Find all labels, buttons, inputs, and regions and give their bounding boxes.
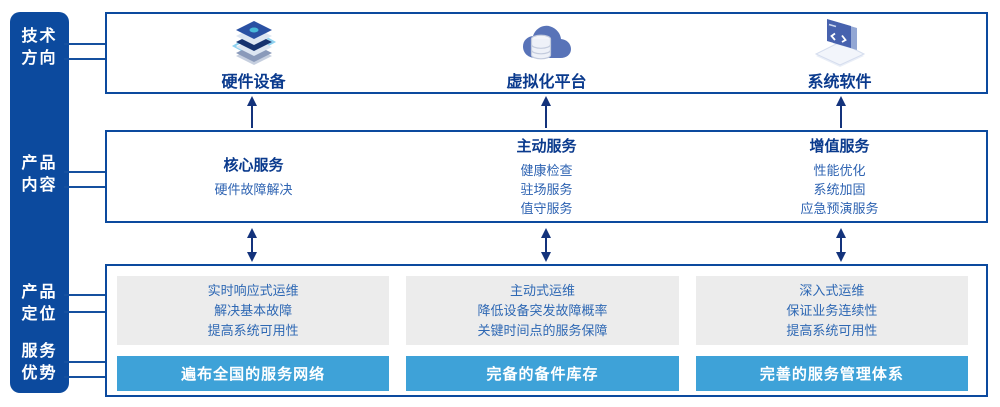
advantage-bar: 完备的备件库存 <box>406 356 679 391</box>
tech-item-label: 虚拟化平台 <box>506 73 587 91</box>
positioning-line: 主动式运维 <box>509 282 575 298</box>
double-arrow-icon <box>694 228 988 262</box>
service-item: 系统加固 <box>813 182 866 197</box>
positioning-column-deep: 深入式运维 保证业务连续性 提高系统可用性 完善的服务管理体系 <box>695 276 968 395</box>
positioning-line: 关键时间点的服务保障 <box>477 322 608 338</box>
tech-item-label: 硬件设备 <box>221 73 286 91</box>
tech-direction-box: 硬件设备 虚拟化平台 <box>105 12 988 94</box>
service-item: 健康检查 <box>520 163 573 178</box>
up-arrow-icon <box>399 96 693 128</box>
service-heading: 核心服务 <box>223 157 284 174</box>
double-arrow-icon <box>399 228 693 262</box>
service-column-value-added: 增值服务 性能优化 系统加固 应急预演服务 <box>693 132 986 221</box>
sidebar-label-line: 技术 <box>21 28 58 45</box>
up-arrow-icon <box>105 96 399 128</box>
sidebar: 技术 方向 产品 内容 产品 定位 服务 优势 <box>10 12 69 393</box>
positioning-description: 深入式运维 保证业务连续性 提高系统可用性 <box>695 276 968 345</box>
service-column-active: 主动服务 健康检查 驻场服务 值守服务 <box>400 132 693 221</box>
positioning-line: 深入式运维 <box>799 282 865 298</box>
sidebar-label-line: 定位 <box>21 306 58 323</box>
sidebar-label-line: 优势 <box>21 365 58 382</box>
sidebar-label-tech-direction: 技术 方向 <box>10 26 69 70</box>
service-heading: 主动服务 <box>516 138 577 155</box>
connector-line <box>64 361 108 363</box>
positioning-line: 提高系统可用性 <box>786 322 878 338</box>
tech-item-virtualization: 虚拟化平台 <box>400 14 693 92</box>
service-column-core: 核心服务 硬件故障解决 <box>107 132 400 221</box>
connector-line <box>64 376 108 378</box>
sidebar-label-line: 方向 <box>21 50 58 67</box>
cloud-database-icon <box>519 15 575 67</box>
tech-item-label: 系统软件 <box>807 73 872 91</box>
connector-line <box>64 311 108 313</box>
sidebar-label-service-advantage: 服务 优势 <box>10 341 69 385</box>
sidebar-label-line: 服务 <box>21 343 58 360</box>
positioning-description: 实时响应式运维 解决基本故障 提高系统可用性 <box>117 276 390 345</box>
sidebar-label-line: 产品 <box>21 155 58 172</box>
arrow-row-up <box>105 96 988 128</box>
tech-item-system-software: 系统软件 <box>693 14 986 92</box>
service-item: 值守服务 <box>520 201 573 216</box>
positioning-column-proactive: 主动式运维 降低设备突发故障概率 关键时间点的服务保障 完备的备件库存 <box>406 276 679 395</box>
connector-line <box>64 58 108 60</box>
advantage-bar: 完善的服务管理体系 <box>695 356 968 391</box>
positioning-box: 实时响应式运维 解决基本故障 提高系统可用性 遍布全国的服务网络 主动式运维 降… <box>105 264 988 397</box>
up-arrow-icon <box>694 96 988 128</box>
sidebar-label-line: 内容 <box>21 177 58 194</box>
product-content-box: 核心服务 硬件故障解决 主动服务 健康检查 驻场服务 值守服务 增值服务 性能优… <box>105 130 988 223</box>
positioning-line: 降低设备突发故障概率 <box>477 302 608 318</box>
connector-line <box>64 43 108 45</box>
positioning-line: 解决基本故障 <box>214 302 293 318</box>
service-item: 性能优化 <box>813 163 866 178</box>
sidebar-label-product-content: 产品 内容 <box>10 153 69 197</box>
positioning-line: 提高系统可用性 <box>207 322 299 338</box>
positioning-line: 实时响应式运维 <box>207 282 299 298</box>
service-heading: 增值服务 <box>809 138 870 155</box>
connector-line <box>64 294 108 296</box>
positioning-column-reactive: 实时响应式运维 解决基本故障 提高系统可用性 遍布全国的服务网络 <box>117 276 390 395</box>
service-item: 应急预演服务 <box>800 201 879 216</box>
tech-item-hardware: 硬件设备 <box>107 14 400 92</box>
double-arrow-icon <box>105 228 399 262</box>
sidebar-label-line: 产品 <box>21 284 58 301</box>
positioning-line: 保证业务连续性 <box>786 302 878 318</box>
service-item: 硬件故障解决 <box>214 182 293 197</box>
positioning-description: 主动式运维 降低设备突发故障概率 关键时间点的服务保障 <box>406 276 679 345</box>
service-item: 驻场服务 <box>520 182 573 197</box>
connector-line <box>64 186 108 188</box>
arrow-row-double <box>105 228 988 262</box>
code-screen-icon <box>812 15 868 67</box>
sidebar-label-product-positioning: 产品 定位 <box>10 282 69 326</box>
connector-line <box>64 171 108 173</box>
server-stack-icon <box>227 15 281 67</box>
advantage-bar: 遍布全国的服务网络 <box>117 356 390 391</box>
